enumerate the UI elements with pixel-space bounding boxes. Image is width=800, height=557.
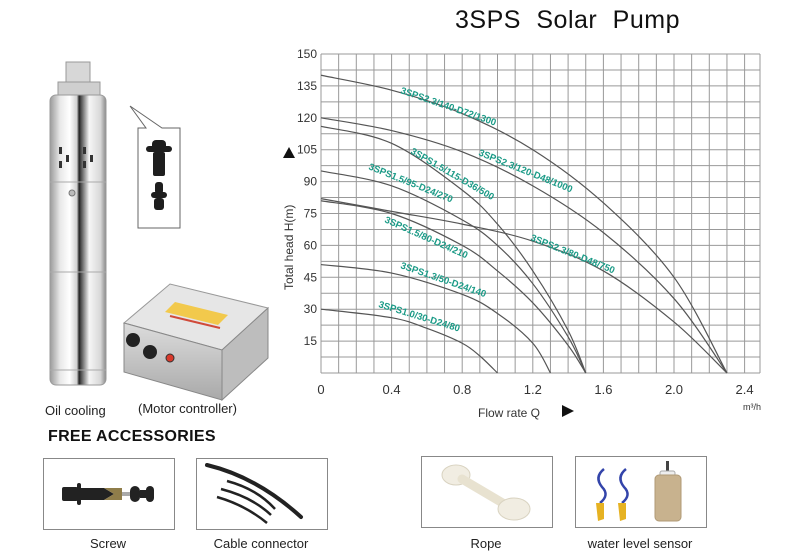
curve-3SPS1.5/115-D36/500	[320, 125, 587, 374]
curve-3SPS1.5/80-D24/210	[320, 200, 587, 374]
controller-caption: (Motor controller)	[138, 401, 237, 416]
pump-curve-chart: 15 30 45 60 75 90 105 120 135 150 0 0.4 0.8 1.2 1.6 2.0…	[282, 47, 761, 420]
accessories-heading: FREE ACCESSORIES	[48, 428, 216, 445]
screw-icon	[62, 483, 154, 505]
x-tick-label: 0.4	[383, 382, 401, 397]
cable-connector-icon	[205, 463, 303, 524]
pump-illustration	[49, 61, 270, 402]
chart-svg: 15 30 45 60 75 90 105 120 135 150 0 0.4 0.8 1.2 1.6 2.0…	[282, 47, 761, 420]
y-tick-label: 150	[297, 47, 317, 61]
x-tick-label: 2.0	[665, 382, 683, 397]
curve-3SPS2.3/80-D48/750	[320, 198, 728, 374]
y-tick-label: 60	[304, 238, 318, 252]
water-level-sensor-icon	[596, 461, 682, 522]
accessory-screw-label: Screw	[89, 536, 127, 551]
product-images	[0, 40, 280, 420]
curve-3SPS1.5/95-D24/270	[320, 170, 587, 374]
y-tick-label: 90	[304, 175, 318, 189]
x-tick-label: 2.4	[736, 382, 754, 397]
y-tick-label: 30	[304, 302, 318, 316]
accessory-cable-connector-image	[196, 458, 328, 530]
y-axis-label: Total head H(m)	[282, 205, 296, 290]
x-axis-label: Flow rate Q	[478, 406, 540, 420]
x-axis-arrow-icon	[562, 405, 574, 417]
accessory-screw-image	[43, 458, 175, 530]
x-unit-label: m³/h	[743, 402, 761, 412]
page-title: 3SPS Solar Pump	[455, 6, 680, 34]
accessory-rope-label: Rope	[470, 536, 502, 551]
pump-caption: Oil cooling	[45, 403, 106, 418]
accessory-water-level-sensor-image	[575, 456, 707, 528]
y-tick-label: 15	[304, 334, 318, 348]
curve-label: 3SPS2.3/140-D72/1300	[399, 85, 497, 128]
x-tick-label: 0	[317, 382, 324, 397]
y-tick-label: 135	[297, 79, 317, 93]
curve-label: 3SPS1.5/80-D24/210	[383, 215, 470, 262]
y-tick-label: 45	[304, 270, 318, 284]
y-tick-label: 120	[297, 111, 317, 125]
x-tick-label: 0.8	[453, 382, 471, 397]
curve-label: 3SPS1.3/50-D24/140	[399, 260, 487, 300]
y-tick-label: 105	[297, 143, 317, 157]
accessory-water-level-sensor-label: water level sensor	[587, 536, 693, 551]
x-tick-label: 1.6	[594, 382, 612, 397]
curve-label: 3SPS2.3/120-D48/1000	[477, 148, 574, 196]
accessory-cable-connector-label: Cable connector	[213, 536, 309, 551]
y-axis-arrow-icon	[283, 147, 295, 158]
rope-icon	[441, 464, 531, 521]
curve-3SPS2.3/140-D72/1300	[320, 74, 728, 374]
curve-3SPS2.3/120-D48/1000	[320, 117, 728, 374]
y-tick-label: 75	[304, 207, 318, 221]
x-tick-label: 1.2	[524, 382, 542, 397]
curve-3SPS1.3/50-D24/140	[320, 263, 551, 374]
accessory-rope-image	[421, 456, 553, 528]
curve-3SPS1.0/30-D24/80	[320, 308, 498, 374]
cable-gland-icon	[146, 140, 172, 210]
